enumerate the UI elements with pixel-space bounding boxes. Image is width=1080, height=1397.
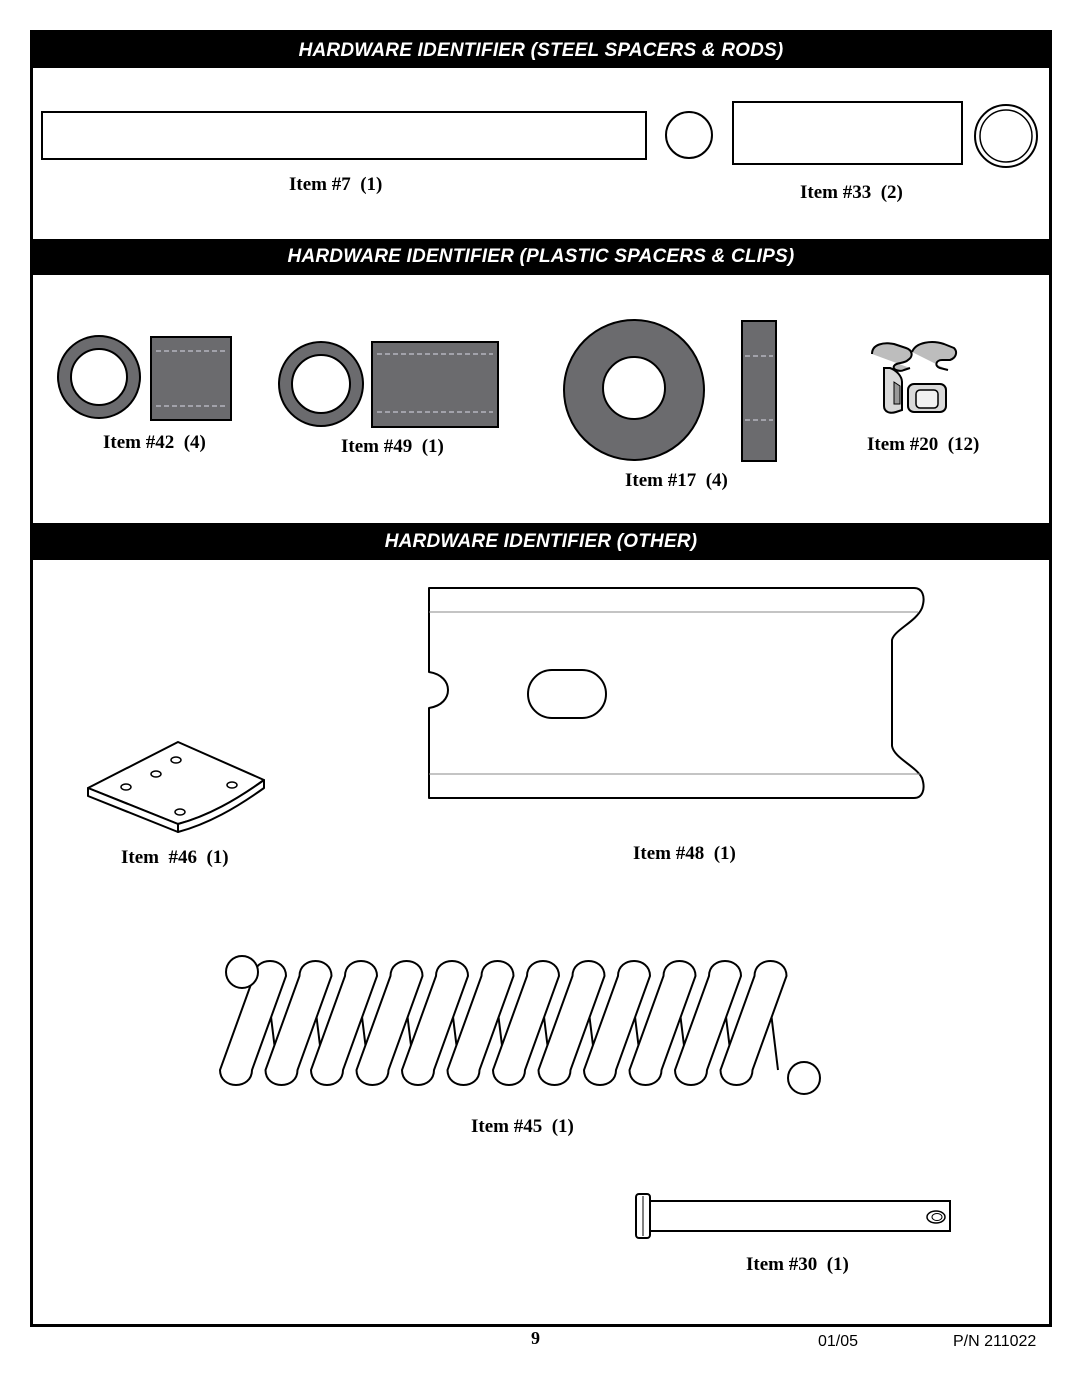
item33-label: Item #33 (2) [800, 182, 903, 203]
plastic-spacer-item49-ring-drawing [278, 341, 364, 427]
item45-label: Item #45 (1) [471, 1116, 574, 1137]
steel-rod-end-view-drawing [665, 111, 713, 159]
page-number: 9 [531, 1328, 540, 1348]
spring-coil [537, 960, 606, 1086]
steel-spacer-end-view-drawing [974, 104, 1038, 168]
spring-coil [446, 960, 515, 1086]
spring-coil [355, 960, 424, 1086]
plastic-washer-item17-face-drawing [563, 319, 705, 461]
plastic-clip-item20-drawing [871, 341, 958, 414]
plastic-spacer-item49-side-drawing [371, 341, 499, 428]
spring-coil [264, 960, 333, 1086]
revision-date: 01/05 [818, 1333, 859, 1350]
item49-label: Item #49 (1) [341, 436, 444, 457]
plate-item46-drawing [87, 741, 265, 833]
item48-label: Item #48 (1) [633, 843, 736, 864]
plastic-spacer-item42-side-drawing [150, 336, 232, 421]
item42-label: Item #42 (4) [103, 432, 206, 453]
section-title-plastic: HARDWARE IDENTIFIER (PLASTIC SPACERS & C… [287, 246, 795, 267]
spring-coil [628, 960, 697, 1086]
pin-item30-drawing [635, 1193, 951, 1239]
spring-end-right [787, 1061, 821, 1095]
spring-coil [719, 960, 788, 1086]
page-frame [30, 30, 1052, 1327]
item17-label: Item #17 (4) [625, 470, 728, 491]
steel-spacer-item33-drawing [732, 101, 963, 165]
section-header-other: HARDWARE IDENTIFIER (OTHER) [33, 523, 1049, 560]
spring-coil [491, 960, 561, 1086]
item46-label: Item #46 (1) [121, 847, 229, 868]
item7-label: Item #7 (1) [289, 174, 383, 195]
item30-label: Item #30 (1) [746, 1254, 849, 1275]
spring-item45-drawing [218, 955, 821, 1095]
section-title-steel: HARDWARE IDENTIFIER (STEEL SPACERS & ROD… [298, 40, 784, 61]
item20-label: Item #20 (12) [867, 434, 980, 455]
spring-end-left [225, 955, 259, 989]
section-header-steel: HARDWARE IDENTIFIER (STEEL SPACERS & ROD… [33, 33, 1049, 68]
spring-coil [309, 960, 379, 1086]
section-title-other: HARDWARE IDENTIFIER (OTHER) [384, 531, 698, 552]
section-header-plastic: HARDWARE IDENTIFIER (PLASTIC SPACERS & C… [33, 239, 1049, 275]
channel-item48-drawing [428, 587, 925, 799]
steel-rod-item7-drawing [41, 111, 647, 160]
spring-coil [582, 960, 652, 1086]
spring-coil [400, 960, 470, 1086]
plastic-washer-item17-side-drawing [741, 320, 777, 462]
part-number: P/N 211022 [953, 1333, 1037, 1350]
spring-coil [218, 960, 288, 1086]
spring-coil [673, 960, 743, 1086]
plastic-spacer-item42-ring-drawing [57, 335, 141, 419]
